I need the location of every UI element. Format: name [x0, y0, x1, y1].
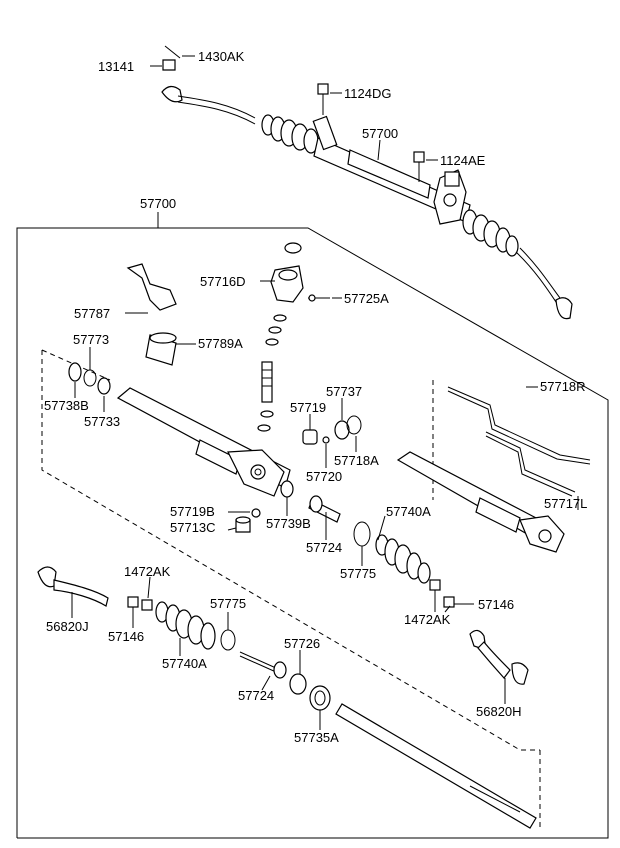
- part-labels: 13141 1430AK 1124DG 57700 1124AE 57700 5…: [44, 49, 587, 745]
- label-57737: 57737: [326, 384, 362, 399]
- label-57716D: 57716D: [200, 274, 246, 289]
- label-56820J: 56820J: [46, 619, 89, 634]
- label-57700-top: 57700: [362, 126, 398, 141]
- label-57713C: 57713C: [170, 520, 216, 535]
- label-57719: 57719: [290, 400, 326, 415]
- label-1472AK-right: 1472AK: [404, 612, 451, 627]
- label-1430AK: 1430AK: [198, 49, 245, 64]
- label-13141: 13141: [98, 59, 134, 74]
- label-57719B: 57719B: [170, 504, 215, 519]
- label-1124DG: 1124DG: [344, 86, 391, 101]
- label-1124AE: 1124AE: [440, 153, 486, 168]
- label-57146-right: 57146: [478, 597, 514, 612]
- overview-rack-drawing: [161, 45, 573, 320]
- label-57718A: 57718A: [334, 453, 379, 468]
- label-1472AK-left: 1472AK: [124, 564, 171, 579]
- label-57718R: 57718R: [540, 379, 586, 394]
- label-57725A: 57725A: [344, 291, 389, 306]
- label-56820H: 56820H: [476, 704, 522, 719]
- label-57724-bottom: 57724: [238, 688, 274, 703]
- label-57775-left: 57775: [210, 596, 246, 611]
- label-57733: 57733: [84, 414, 120, 429]
- label-57787: 57787: [74, 306, 110, 321]
- label-57726: 57726: [284, 636, 320, 651]
- label-57739B: 57739B: [266, 516, 311, 531]
- label-57789A: 57789A: [198, 336, 243, 351]
- label-57700-assembly: 57700: [140, 196, 176, 211]
- label-57773: 57773: [73, 332, 109, 347]
- label-57717L: 57717L: [544, 496, 587, 511]
- label-57735A: 57735A: [294, 730, 339, 745]
- label-57146-left: 57146: [108, 629, 144, 644]
- label-57720: 57720: [306, 469, 342, 484]
- label-57775-right: 57775: [340, 566, 376, 581]
- label-57738B: 57738B: [44, 398, 89, 413]
- label-57740A-left: 57740A: [162, 656, 207, 671]
- label-57740A-right: 57740A: [386, 504, 431, 519]
- label-57724-top: 57724: [306, 540, 342, 555]
- leader-lines: [71, 55, 579, 730]
